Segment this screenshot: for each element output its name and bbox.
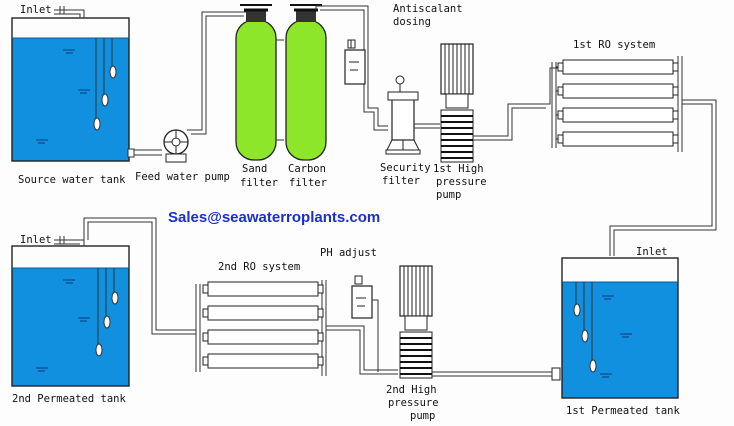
- carbon-filter-label-1: Carbon: [288, 163, 326, 175]
- ro1-label: 1st RO system: [573, 39, 655, 51]
- second-permeated-tank-label: 2nd Permeated tank: [12, 393, 126, 405]
- hp-pump-1-label-1: 1st High: [433, 163, 484, 175]
- sand-filter-label-1: Sand: [242, 163, 267, 175]
- carbon-filter-label-2: filter: [289, 177, 327, 189]
- hp-pump-1: [440, 43, 474, 163]
- hp-pump-1-label-2: pressure: [436, 176, 487, 188]
- inlet-1st-label: Inlet: [636, 246, 668, 258]
- security-filter-label-1: Security: [380, 162, 431, 174]
- ph-adjust-label: PH adjust: [320, 247, 377, 259]
- source-water-tank: [11, 6, 135, 162]
- ro2-label: 2nd RO system: [218, 261, 300, 273]
- hp-pump-1-label-3: pump: [436, 189, 461, 201]
- antiscalant-label-1: Antiscalant: [393, 3, 463, 15]
- contact-email[interactable]: Sales@seawaterroplants.com: [168, 209, 380, 226]
- antiscalant-label-2: dosing: [393, 16, 431, 28]
- first-permeated-tank: [561, 257, 679, 399]
- first-permeated-tank-label: 1st Permeated tank: [566, 405, 680, 417]
- inlet-label: Inlet: [20, 4, 52, 16]
- sand-filter-label-2: filter: [240, 177, 278, 189]
- ro-system-1: [551, 56, 683, 152]
- hp-pump-2-label-2: pressure: [388, 397, 439, 409]
- carbon-filter: [285, 4, 327, 161]
- security-filter-label-2: filter: [382, 175, 420, 187]
- feed-pump-label: Feed water pump: [135, 171, 230, 183]
- inlet-2nd-label: Inlet: [20, 234, 52, 246]
- sand-filter: [235, 4, 277, 161]
- hp-pump-2-label-1: 2nd High: [386, 384, 437, 396]
- source-tank-label: Source water tank: [18, 174, 126, 186]
- feed-water-pump: [134, 129, 189, 163]
- antiscalant-dosing-tank: [344, 39, 366, 85]
- ro-system-2: [195, 280, 327, 376]
- hp-pump-2: [399, 265, 433, 379]
- ph-adjust-tank: [351, 275, 379, 372]
- security-filter: [385, 75, 421, 155]
- second-permeated-tank: [11, 236, 130, 387]
- hp-pump-2-label-3: pump: [410, 410, 435, 422]
